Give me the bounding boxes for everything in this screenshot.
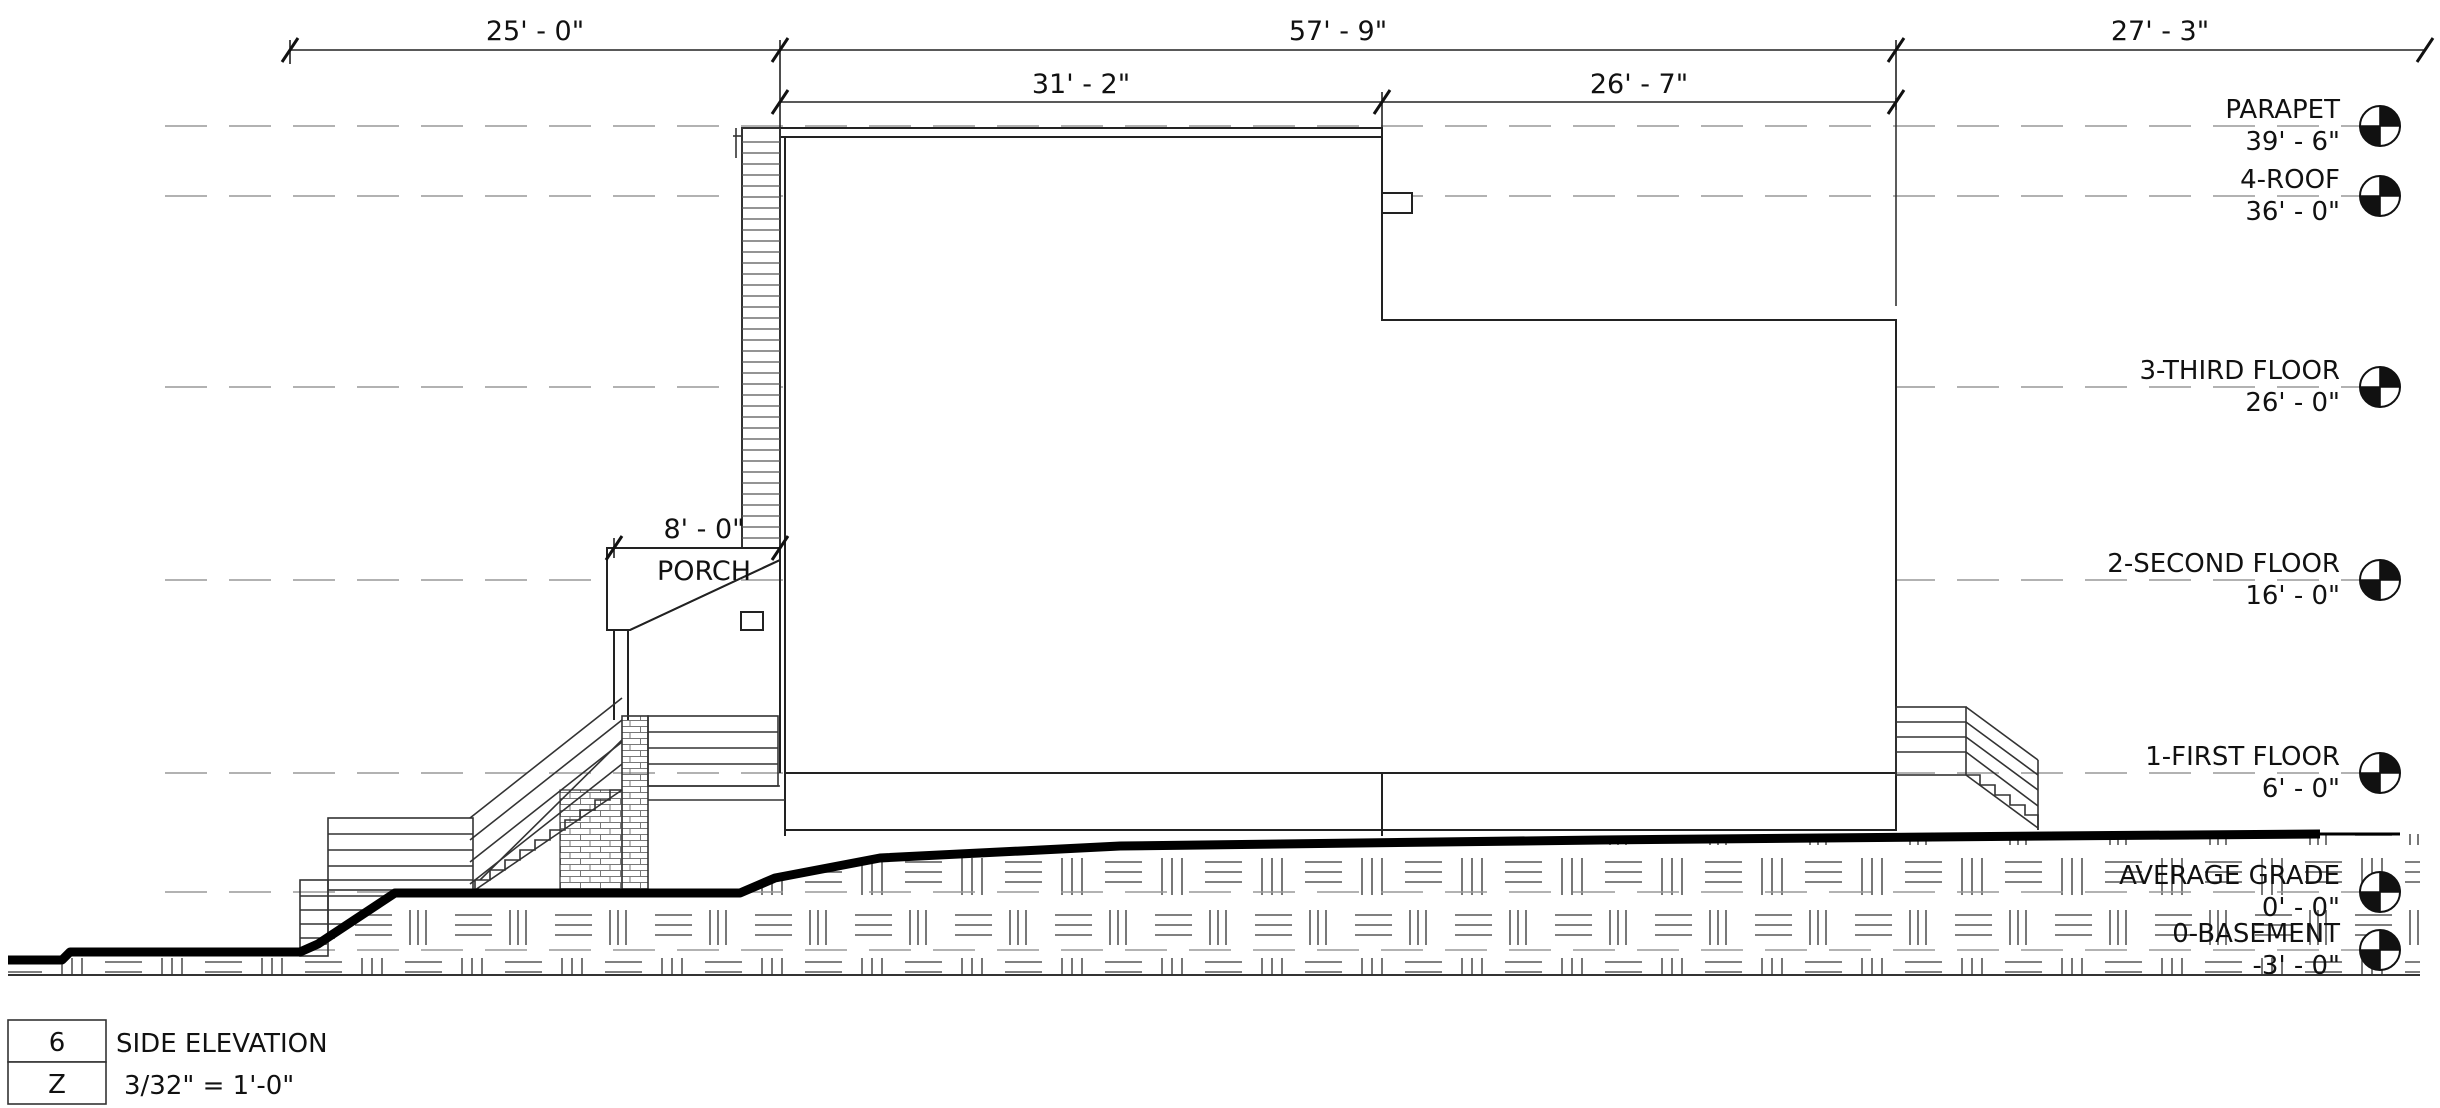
- dim-overall-right: 27' - 3": [2111, 16, 2209, 47]
- level-target-icon: [2359, 871, 2401, 913]
- level-name: AVERAGE GRADE: [2119, 861, 2340, 891]
- dim-overall-left: 25' - 0": [486, 16, 584, 47]
- level-elevation: 26' - 0": [2245, 388, 2340, 418]
- brick-pier: [621, 715, 649, 892]
- dim-sub-left: 31' - 2": [1032, 69, 1130, 100]
- porch-label: PORCH: [657, 556, 751, 587]
- view-scale: 3/32" = 1'-0": [124, 1071, 294, 1101]
- level-name: PARAPET: [2225, 95, 2340, 125]
- level-name: 3-THIRD FLOOR: [2140, 356, 2341, 386]
- level-elevation: 0' - 0": [2262, 893, 2340, 923]
- level-elevation: 36' - 0": [2245, 197, 2340, 227]
- building-outline: [784, 136, 1897, 831]
- front-stair: [469, 697, 623, 891]
- siding-lines: [742, 141, 780, 539]
- dimension-lines: [289, 40, 2425, 558]
- level-name: 0-BASEMENT: [2172, 919, 2340, 949]
- view-name: SIDE ELEVATION: [116, 1029, 328, 1059]
- main-building: [779, 127, 1897, 836]
- level-elevation: 6' - 0": [2262, 774, 2340, 804]
- parapet-cap: [779, 127, 1383, 138]
- level-elevation: 39' - 6": [2245, 127, 2340, 157]
- grade-line: [8, 829, 2321, 965]
- level-name: 4-ROOF: [2240, 165, 2340, 195]
- dim-porch-width: 8' - 0": [663, 514, 744, 545]
- dim-overall-middle: 57' - 9": [1289, 16, 1387, 47]
- level-target-icon: [2359, 559, 2401, 601]
- dim-sub-right: 26' - 7": [1590, 69, 1688, 100]
- earth-hatch: [8, 834, 2420, 975]
- level-elevation: -3' - 0": [2253, 951, 2340, 981]
- dimension-ticks: [280, 37, 2435, 561]
- level-target-icon: [2359, 752, 2401, 794]
- porch: [606, 547, 781, 773]
- level-name: 2-SECOND FLOOR: [2107, 549, 2340, 579]
- level-elevation: 16' - 0": [2245, 581, 2340, 611]
- siding-wall: [733, 127, 781, 549]
- level-name: 1-FIRST FLOOR: [2145, 742, 2340, 772]
- brick-wall-under-stair: [559, 789, 623, 892]
- level-target-icon: [2359, 929, 2401, 971]
- porch-railing: [647, 715, 785, 801]
- level-target-icon: [2359, 366, 2401, 408]
- view-title-block: 6 Z SIDE ELEVATION 3/32" = 1'-0": [7, 1019, 328, 1105]
- porch-light: [740, 611, 764, 631]
- roof-vent: [1381, 192, 1413, 214]
- rear-stair: [1895, 706, 2039, 830]
- level-target-icon: [2359, 105, 2401, 147]
- level-target-icon: [2359, 175, 2401, 217]
- sheet-ref: Z: [48, 1070, 66, 1100]
- view-number: 6: [49, 1028, 66, 1058]
